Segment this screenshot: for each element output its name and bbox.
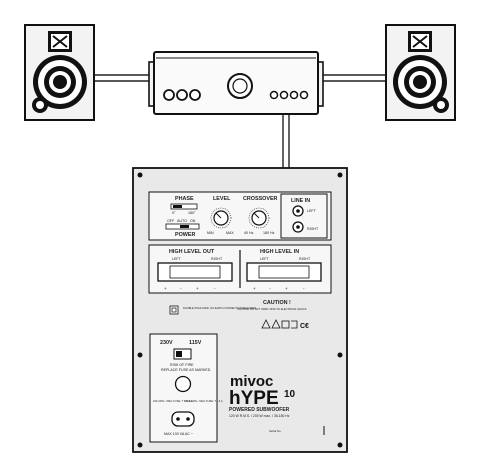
svg-text:0°: 0° [172,211,176,215]
button-icon [279,90,289,100]
serial-label: Serial No. [269,429,282,433]
amplifier [148,51,324,115]
svg-text:40 Hz: 40 Hz [244,231,254,235]
level-label: LEVEL [213,196,231,202]
svg-text:+: + [164,286,167,291]
brand-subtitle: POWERED SUBWOOFER [229,407,290,413]
knob-icon [163,89,175,101]
speaker-cables [94,74,386,82]
caution-title: CAUTION ! [263,300,291,306]
double-insulation-icon [169,305,179,315]
crossover-label: CROSSOVER [243,196,278,202]
svg-text:-: - [303,286,305,291]
subwoofer-panel: PHASE 0° 180° OFF AUTO ON POWER LEVEL MI… [132,167,348,453]
high-level-out-label: HIGH LEVEL OUT [169,249,215,255]
svg-text:RIGHT: RIGHT [211,257,223,261]
svg-text:LEFT: LEFT [260,257,270,261]
button-icon [299,90,309,100]
button-icon [289,90,299,100]
svg-text:MAX 100 VA AC ~: MAX 100 VA AC ~ [164,432,193,436]
svg-text:AUTO: AUTO [177,219,187,223]
brand-model-number: 10 [284,389,296,400]
svg-text:+: + [285,286,288,291]
svg-text:CAUTION: DO NOT OPEN. RISK OF: CAUTION: DO NOT OPEN. RISK OF ELECTRICAL… [237,307,307,311]
svg-text:-: - [269,286,271,291]
svg-text:LEFT: LEFT [172,257,182,261]
svg-text:MAX: MAX [226,231,234,235]
brand-model: hYPE [229,388,279,409]
svg-text:MIN: MIN [207,231,214,235]
phase-switch[interactable] [170,203,198,210]
svg-text:RIGHT: RIGHT [307,227,319,231]
svg-text:180°: 180° [188,211,196,215]
high-level-in-label: HIGH LEVEL IN [260,249,299,255]
phase-label: PHASE [175,196,194,202]
certification-icons: C€ [261,319,309,330]
line-in-label: LINE IN [291,198,310,204]
svg-text:C€: C€ [300,323,309,330]
knob-icon [189,89,201,101]
fuse-holder[interactable] [174,375,192,393]
brand-logo: mivoc [230,373,273,390]
svg-text:-: - [180,286,182,291]
left-speaker [24,24,95,121]
voltage-115-label: 115V [189,340,202,346]
brand-spec: 120 W R.M.S. / 200 W max. / 35-180 Hz [229,414,290,418]
svg-text:ON: ON [190,219,196,223]
power-label: POWER [175,232,195,238]
voltage-230-label: 230V [160,340,173,346]
svg-text:-: - [214,286,216,291]
svg-text:220-240V~ 50Hz FUSE: T 800 mA: 220-240V~ 50Hz FUSE: T 800 mA [153,399,193,403]
svg-text:RISK OF FIRE: RISK OF FIRE [170,363,194,367]
voltage-selector[interactable] [173,348,192,360]
mains-socket[interactable] [171,411,195,427]
button-icon [269,90,279,100]
svg-text:LEFT: LEFT [307,209,317,213]
svg-text:RIGHT: RIGHT [299,257,311,261]
svg-text:OFF: OFF [167,219,175,223]
knob-icon [176,89,188,101]
svg-text:110-120V~ 60Hz FUSE: T 1.6 A: 110-120V~ 60Hz FUSE: T 1.6 A [186,399,223,403]
svg-text:180 Hz: 180 Hz [263,231,275,235]
right-speaker [385,24,456,121]
svg-text:DOUBLE INSULATED, NO EARTH CON: DOUBLE INSULATED, NO EARTH CONNECTION RE… [183,306,256,310]
svg-text:+: + [253,286,256,291]
svg-text:+: + [196,286,199,291]
svg-text:REPLACE FUSE AS MARKED: REPLACE FUSE AS MARKED [161,368,211,372]
